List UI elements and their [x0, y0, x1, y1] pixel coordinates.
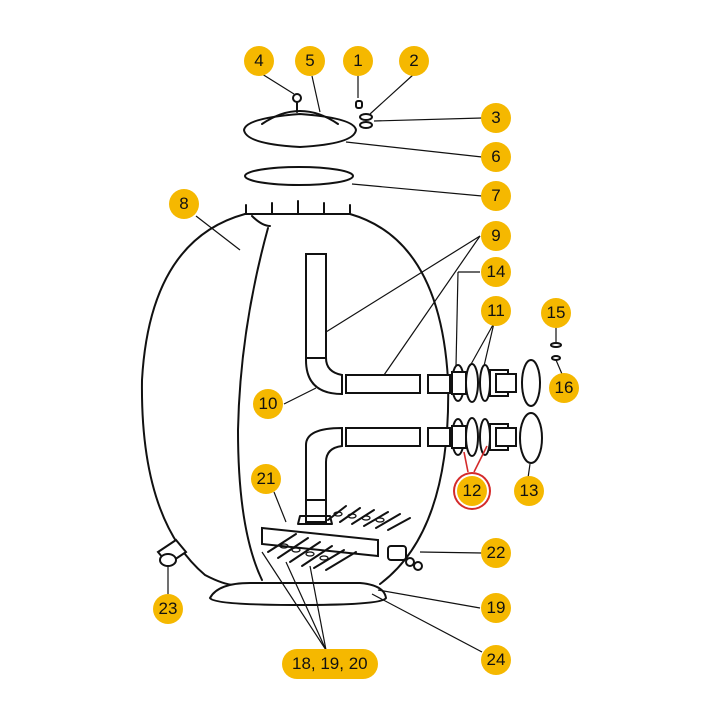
part-label-8: 8	[169, 189, 199, 219]
part-label-12: 12	[457, 476, 487, 506]
sight-glass-fitting	[387, 545, 423, 571]
part-label-19: 19	[481, 593, 511, 623]
part-label-23: 23	[153, 594, 183, 624]
highlight-callout-12	[463, 445, 488, 473]
part-label-21: 21	[251, 464, 281, 494]
part-label-14: 14	[481, 257, 511, 287]
upper-bulkhead-fitting	[451, 359, 541, 407]
lower-bulkhead-fitting	[451, 412, 543, 464]
filter-lid	[242, 93, 358, 149]
part-label-4: 4	[244, 46, 274, 76]
part-label-11: 11	[481, 296, 511, 326]
underdrain-collector	[261, 499, 411, 571]
upper-internal-pipework	[305, 253, 451, 396]
small-fittings	[355, 100, 373, 129]
part-label-5: 5	[295, 46, 325, 76]
filter-base	[208, 582, 388, 607]
part-label-3: 3	[481, 103, 511, 133]
lower-internal-pipework	[305, 426, 451, 501]
part-label-9: 9	[481, 221, 511, 251]
part-label-10: 10	[253, 389, 283, 419]
part-label-2: 2	[399, 46, 429, 76]
lid-o-ring	[244, 166, 354, 186]
part-label-15: 15	[541, 298, 571, 328]
part-label-24: 24	[481, 645, 511, 675]
callout-lines	[167, 73, 563, 653]
part-label-22: 22	[481, 538, 511, 568]
drain-plug	[156, 538, 188, 567]
part-label-7: 7	[481, 181, 511, 211]
part-label-1: 1	[343, 46, 373, 76]
part-label-6: 6	[481, 142, 511, 172]
part-label-13: 13	[514, 476, 544, 506]
part-label-16: 16	[549, 373, 579, 403]
small-o-rings	[550, 342, 562, 361]
part-label-18-19-20: 18, 19, 20	[282, 649, 378, 679]
